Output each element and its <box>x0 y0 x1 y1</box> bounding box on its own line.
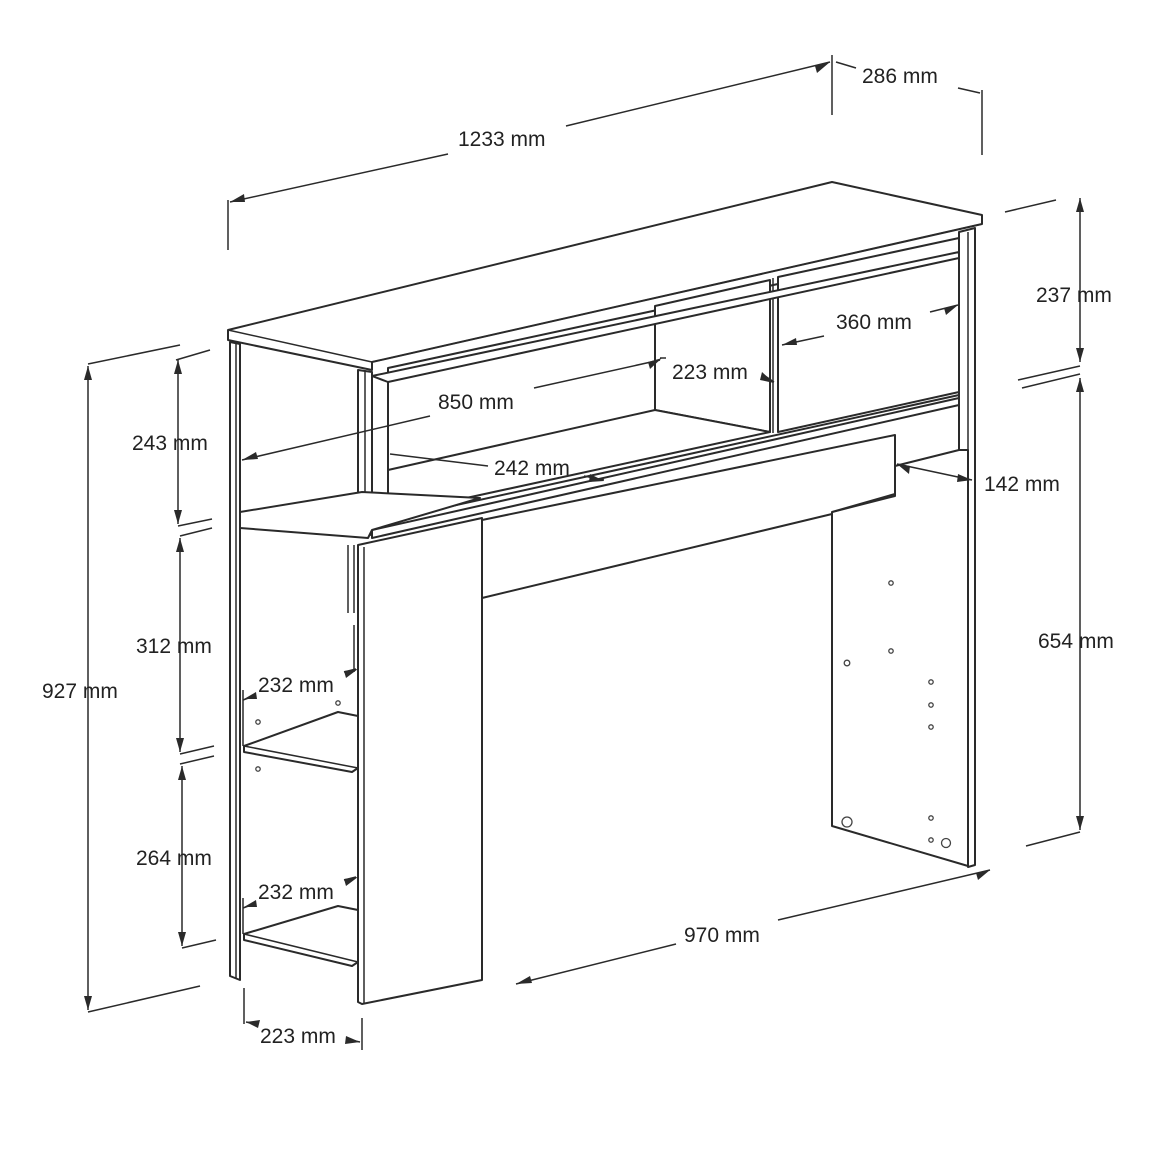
hole-7 <box>841 816 853 828</box>
hole-9 <box>928 837 934 843</box>
top-side-edge <box>371 223 983 363</box>
hole-6 <box>928 724 934 730</box>
upper-shelf-front <box>243 745 359 769</box>
label-total-height: 927 mm <box>42 680 118 703</box>
label-overall-width: 1233 mm <box>458 128 546 151</box>
left-side-panel <box>229 341 241 981</box>
hole-13 <box>255 766 261 772</box>
compartment-front-strip <box>371 251 960 383</box>
label-shelf-depth-lower: 232 mm <box>258 881 334 904</box>
hole-8 <box>928 815 934 821</box>
hole-10 <box>940 837 952 849</box>
label-desk-width: 970 mm <box>684 924 760 947</box>
hole-3 <box>843 659 851 667</box>
furniture-outline <box>227 181 983 1005</box>
right-leg-panel <box>831 449 969 867</box>
label-shelf-depth-upper: 232 mm <box>258 674 334 697</box>
label-depth: 286 mm <box>862 65 938 88</box>
label-top-section-height: 237 mm <box>1036 284 1112 307</box>
middle-shelf <box>239 491 481 539</box>
lower-inner-shelf <box>243 905 359 967</box>
label-compartment-depth: 223 mm <box>672 361 748 384</box>
label-middle-shelf-height: 312 mm <box>136 635 212 658</box>
hole-12 <box>335 700 341 706</box>
hole-1 <box>888 580 894 586</box>
label-compartment-width: 850 mm <box>438 391 514 414</box>
lower-shelf-front <box>243 933 359 963</box>
dimension-labels: 1233 mm 286 mm 237 mm 654 mm 927 mm 243 … <box>42 65 1114 1048</box>
label-inner-shelf-depth: 242 mm <box>494 457 570 480</box>
upper-inner-shelf <box>243 711 359 773</box>
label-base-depth: 223 mm <box>260 1025 336 1048</box>
label-back-offset: 142 mm <box>984 473 1060 496</box>
hole-4 <box>928 679 934 685</box>
label-lower-section-height: 654 mm <box>1038 630 1114 653</box>
label-top-shelf-height: 243 mm <box>132 432 208 455</box>
hole-11 <box>255 719 261 725</box>
label-right-compartment-width: 360 mm <box>836 311 912 334</box>
left-inner-column <box>357 517 483 1005</box>
top-front-edge <box>227 329 373 363</box>
dimension-lines <box>84 55 1084 1050</box>
right-compartment-panel <box>777 237 960 433</box>
label-bottom-shelf-height: 264 mm <box>136 847 212 870</box>
hole-2 <box>888 648 894 654</box>
hole-5 <box>928 702 934 708</box>
